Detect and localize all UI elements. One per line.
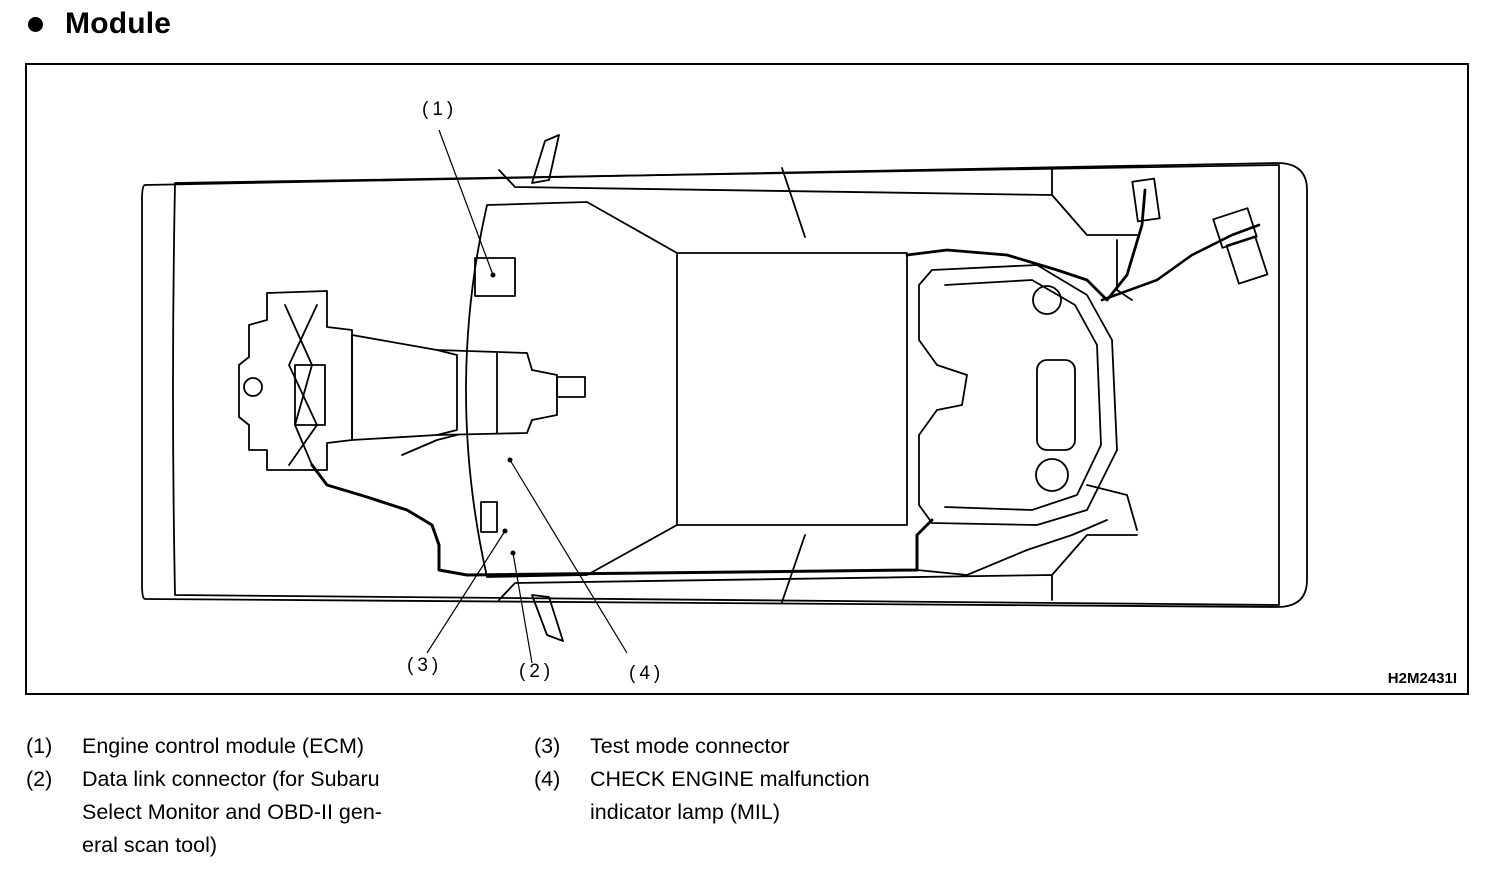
figure-id: H2M2431I [1387, 670, 1457, 687]
car-body-outline [141, 162, 1308, 608]
legend-item-2: (2) Data link connector (for Subaru Sele… [26, 763, 382, 862]
upper-door-panel [498, 169, 1053, 196]
legend-item-4: (4) CHECK ENGINE malfunction indicator l… [534, 763, 870, 829]
legend-item-1: (1) Engine control module (ECM) [26, 730, 382, 763]
lower-door-panel [498, 574, 1053, 601]
legend-item-3: (3) Test mode connector [534, 730, 870, 763]
legend-text: Test mode connector [590, 734, 790, 758]
section-heading: Module [28, 4, 171, 44]
leader-line-4 [509, 459, 628, 654]
legend-text: Data link connector (for Subaru Select M… [82, 767, 382, 857]
page-title: Module [65, 7, 172, 40]
callout-4: (4) [629, 663, 665, 684]
legend-num: (4) [534, 767, 561, 791]
rear-harness [905, 188, 1147, 302]
bullet-icon [28, 16, 43, 32]
legend-right: (3) Test mode connector (4) CHECK ENGINE… [534, 730, 870, 829]
fuel-pump-lower [1035, 458, 1069, 492]
transmission-cable [401, 434, 458, 456]
point-1 [490, 272, 496, 278]
cabin-roof [676, 252, 908, 526]
callout-1: (1) [422, 99, 458, 120]
upper-pillar-line [781, 167, 806, 238]
engine-center-hub [294, 364, 326, 426]
fuel-tank [918, 264, 1118, 526]
engine-block [238, 290, 353, 471]
legend-num: (2) [26, 767, 53, 791]
engine-detail-2 [288, 304, 318, 466]
legend-num: (3) [534, 734, 561, 758]
point-4 [507, 457, 513, 463]
vehicle-drawing [141, 129, 1308, 664]
legend-num: (1) [26, 734, 53, 758]
rear-harness-branch [1100, 223, 1261, 302]
fuel-tank-inner [944, 279, 1102, 511]
vehicle-diagram: (1) (3) (2) (4) H2M2431I [25, 63, 1469, 695]
legend-text: Engine control module (ECM) [82, 734, 365, 758]
leader-line-1 [438, 129, 494, 276]
callout-3: (3) [407, 655, 443, 676]
engine-harness [310, 463, 934, 577]
data-link-box [480, 501, 498, 533]
car-body-inner [172, 164, 1280, 606]
point-3 [502, 528, 508, 534]
lower-mirror [531, 594, 564, 642]
fuel-pump-upper [1032, 285, 1062, 315]
callout-2: (2) [519, 661, 555, 682]
fuel-pump-module [1036, 359, 1076, 451]
legend-text: CHECK ENGINE malfunction indicator lamp … [590, 767, 870, 824]
transmission [351, 334, 558, 441]
leader-line-3 [426, 530, 506, 654]
legend-left: (1) Engine control module (ECM) (2) Data… [26, 730, 382, 862]
point-2 [510, 550, 516, 556]
lower-rear-panel [1051, 534, 1138, 576]
ecm-box [474, 257, 516, 297]
upper-mirror [531, 134, 560, 184]
lower-pillar-line [781, 534, 806, 603]
leader-line-2 [512, 552, 533, 664]
upper-rear-panel [1051, 194, 1138, 236]
